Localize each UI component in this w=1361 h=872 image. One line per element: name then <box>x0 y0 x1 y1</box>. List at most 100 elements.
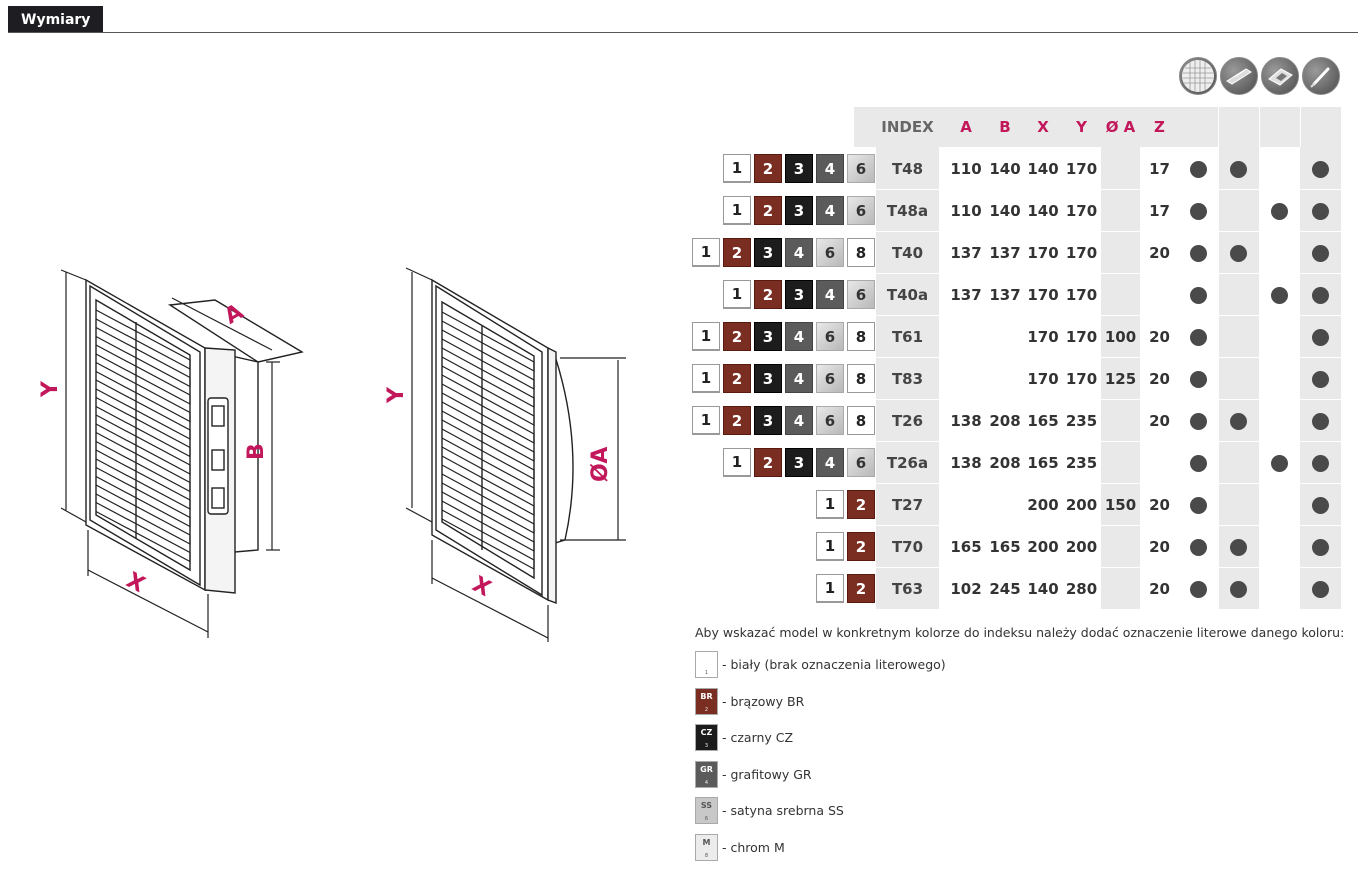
dim-b <box>986 358 1024 400</box>
legend-num: 8 <box>704 852 709 859</box>
dim-b: 208 <box>989 454 1021 472</box>
model-index[interactable]: T48a <box>886 202 929 220</box>
model-index[interactable]: T48 <box>891 160 924 178</box>
tab-wymiary[interactable]: Wymiary <box>8 6 103 33</box>
color-swatch-2[interactable]: 2 <box>754 280 782 309</box>
legend-text: - biały (brak oznaczenia literowego) <box>722 657 946 672</box>
legend-num: 6 <box>704 816 709 822</box>
color-swatch-6[interactable]: 6 <box>847 196 875 225</box>
color-swatch-6[interactable]: 6 <box>816 406 844 435</box>
color-swatch-2[interactable]: 2 <box>754 448 782 477</box>
color-swatch-4[interactable]: 4 <box>816 280 844 309</box>
color-swatch-1[interactable]: 1 <box>723 154 751 183</box>
color-swatch-4[interactable]: 4 <box>785 406 813 435</box>
color-swatch-2[interactable]: 2 <box>754 154 782 183</box>
color-swatch-8[interactable]: 8 <box>847 406 875 435</box>
color-swatch-2[interactable]: 2 <box>754 196 782 225</box>
dim-z: 17 <box>1149 202 1170 220</box>
legend-num: 1 <box>704 670 709 676</box>
screwdriver-icon <box>1302 57 1340 95</box>
color-swatch-2[interactable]: 2 <box>847 574 875 603</box>
color-swatch-1[interactable]: 1 <box>816 490 844 519</box>
color-swatch-1[interactable]: 1 <box>816 574 844 603</box>
header-x: X <box>1037 118 1049 136</box>
color-swatch-3[interactable]: 3 <box>754 406 782 435</box>
color-swatch-6[interactable]: 6 <box>847 280 875 309</box>
color-swatch-2[interactable]: 2 <box>723 238 751 267</box>
model-index[interactable]: T26 <box>891 412 924 430</box>
color-swatch-4[interactable]: 4 <box>785 238 813 267</box>
model-index[interactable]: T27 <box>891 496 924 514</box>
feature-dot <box>1190 455 1207 472</box>
dim-z: 20 <box>1149 328 1170 346</box>
feature-dot <box>1312 539 1329 556</box>
color-swatch-1[interactable]: 1 <box>692 238 720 267</box>
color-swatch-6[interactable]: 6 <box>847 154 875 183</box>
color-swatch-8[interactable]: 8 <box>847 364 875 393</box>
color-swatch-6[interactable]: 6 <box>816 238 844 267</box>
color-swatch-8[interactable]: 8 <box>847 238 875 267</box>
dim-y: 170 <box>1065 244 1098 262</box>
color-swatch-3[interactable]: 3 <box>754 364 782 393</box>
legend-num: 2 <box>704 706 709 713</box>
feature-dot <box>1312 413 1329 430</box>
color-swatch-6[interactable]: 6 <box>816 364 844 393</box>
legend-text: - czarny CZ <box>722 730 794 745</box>
color-swatch-2[interactable]: 2 <box>723 322 751 351</box>
color-swatch-6[interactable]: 6 <box>847 448 875 477</box>
color-swatch-4[interactable]: 4 <box>816 154 844 183</box>
dim-b: 140 <box>989 202 1021 220</box>
model-index[interactable]: T26a <box>886 454 929 472</box>
dim-x: 200 <box>1027 496 1059 514</box>
color-swatch-3[interactable]: 3 <box>785 154 813 183</box>
feature-dot <box>1190 539 1207 556</box>
color-swatch-1[interactable]: 1 <box>692 406 720 435</box>
model-index[interactable]: T70 <box>891 538 924 556</box>
color-swatch-3[interactable]: 3 <box>785 280 813 309</box>
color-swatch-3[interactable]: 3 <box>785 196 813 225</box>
color-swatch-2[interactable]: 2 <box>847 490 875 519</box>
dim-z: 20 <box>1149 496 1170 514</box>
color-swatch-4[interactable]: 4 <box>816 196 844 225</box>
color-swatch-6[interactable]: 6 <box>816 322 844 351</box>
dim-b: 245 <box>989 580 1021 598</box>
color-swatch-3[interactable]: 3 <box>754 238 782 267</box>
color-swatch-2[interactable]: 2 <box>723 364 751 393</box>
color-swatch-4[interactable]: 4 <box>816 448 844 477</box>
dim-y: 170 <box>1065 370 1098 388</box>
color-swatch-2[interactable]: 2 <box>847 532 875 561</box>
model-index[interactable]: T40a <box>886 286 929 304</box>
model-index[interactable]: T83 <box>891 370 924 388</box>
color-swatch-8[interactable]: 8 <box>847 322 875 351</box>
color-swatch-4[interactable]: 4 <box>785 364 813 393</box>
dim-b: 137 <box>989 244 1021 262</box>
dim-x: 165 <box>1027 412 1059 430</box>
dim-oa: 125 <box>1104 370 1137 388</box>
color-swatch-3[interactable]: 3 <box>754 322 782 351</box>
model-index[interactable]: T61 <box>891 328 924 346</box>
color-swatch-3[interactable]: 3 <box>785 448 813 477</box>
legend-text: - chrom M <box>722 839 785 855</box>
color-swatch-2[interactable]: 2 <box>723 406 751 435</box>
color-swatch-1[interactable]: 1 <box>816 532 844 561</box>
legend-num: 3 <box>704 743 709 749</box>
color-swatch-1[interactable]: 1 <box>723 448 751 477</box>
feature-dot <box>1312 287 1329 304</box>
feature-dot <box>1312 161 1329 178</box>
color-swatch-1[interactable]: 1 <box>723 280 751 309</box>
color-swatch-1[interactable]: 1 <box>692 322 720 351</box>
dim-y: 170 <box>1065 328 1098 346</box>
model-index[interactable]: T63 <box>891 580 924 598</box>
color-swatch-4[interactable]: 4 <box>785 322 813 351</box>
color-swatch-1[interactable]: 1 <box>723 196 751 225</box>
model-index[interactable]: T40 <box>891 244 924 262</box>
dim-label-x: X <box>468 572 495 602</box>
dim-y: 170 <box>1065 160 1098 178</box>
dim-y: 200 <box>1065 496 1098 514</box>
dim-z: 20 <box>1149 244 1170 262</box>
feature-dot <box>1312 455 1329 472</box>
feature-dot <box>1230 413 1247 430</box>
color-swatch-1[interactable]: 1 <box>692 364 720 393</box>
